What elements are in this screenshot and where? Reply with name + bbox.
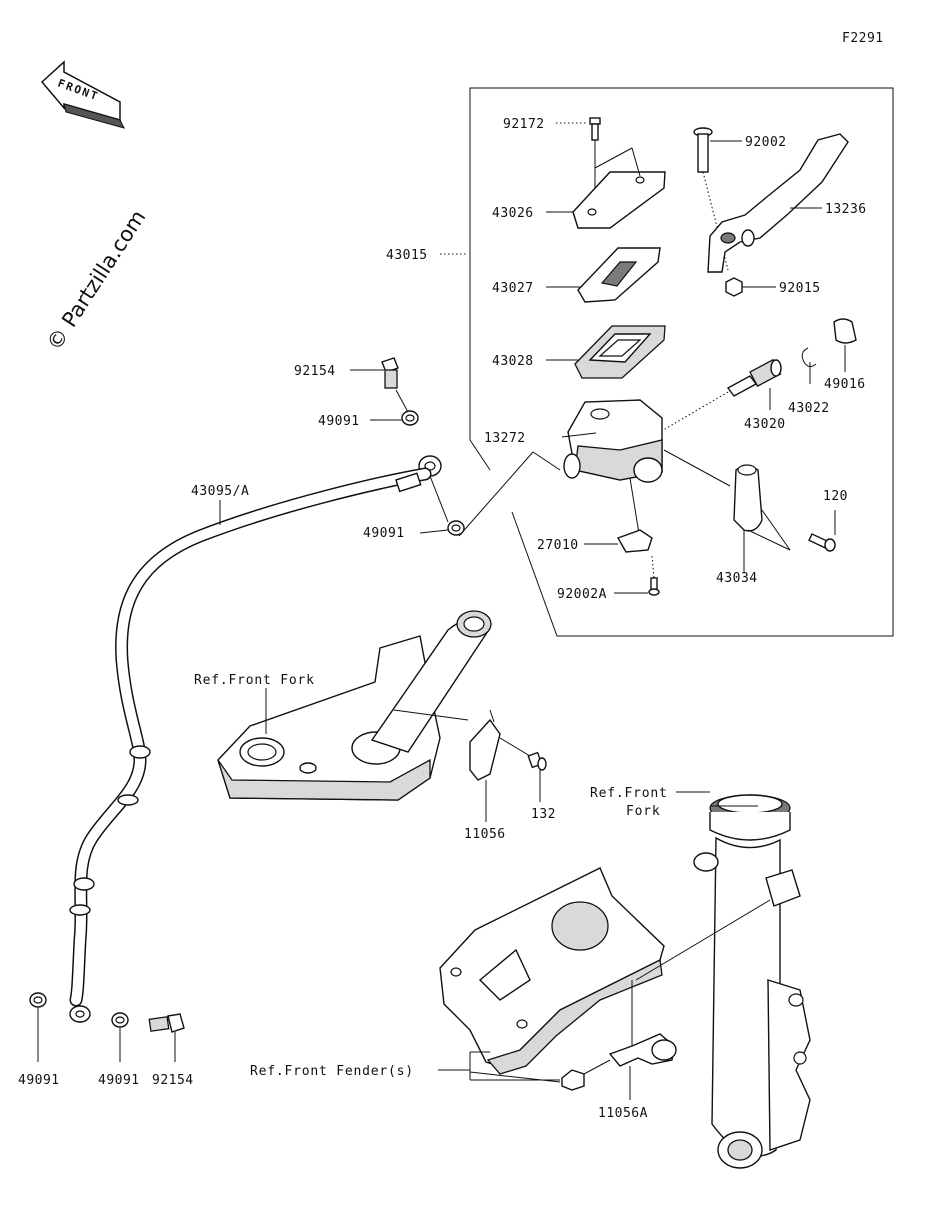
ref-front-fork-2a: Ref.Front (590, 786, 668, 801)
label-43028: 43028 (492, 354, 534, 369)
boot-49016 (833, 318, 857, 372)
lever-13236 (707, 133, 849, 273)
figure-code: F2291 (842, 31, 884, 46)
label-27010: 27010 (537, 538, 579, 553)
steering-stem (217, 610, 492, 801)
label-43027: 43027 (492, 281, 534, 296)
ref-front-fender: Ref.Front Fender(s) (250, 1064, 414, 1079)
washer-49091-c (29, 992, 47, 1062)
circlip-43022 (801, 347, 817, 384)
sub-assembly-box (440, 87, 894, 637)
label-92172: 92172 (503, 117, 545, 132)
piston-kit-43020 (659, 358, 782, 433)
plate-43027 (577, 247, 661, 303)
label-92015: 92015 (779, 281, 821, 296)
front-fender (439, 867, 771, 1075)
diaphragm-43028 (574, 325, 666, 379)
bolt-132 (527, 751, 547, 802)
master-cylinder-body (563, 399, 731, 541)
holder-43034 (733, 464, 791, 551)
label-120: 120 (823, 489, 848, 504)
label-92002A: 92002A (557, 587, 607, 602)
label-43015: 43015 (386, 248, 428, 263)
label-49091-a: 49091 (318, 414, 360, 429)
clamp-11056A (583, 980, 677, 1100)
ref-leaders (265, 688, 710, 1081)
screw-92002A (648, 555, 660, 596)
label-43020: 43020 (744, 417, 786, 432)
ref-front-fork-2b: Fork (626, 804, 661, 819)
label-13236: 13236 (825, 202, 867, 217)
nut-92015 (725, 277, 743, 297)
label-13272: 13272 (484, 431, 526, 446)
bolt-120 (808, 510, 836, 552)
label-92002: 92002 (745, 135, 787, 150)
ref-front-fork-1: Ref.Front Fork (194, 673, 315, 688)
reservoir-cap-43026 (572, 147, 666, 229)
label-132: 132 (531, 807, 556, 822)
label-92154-bottom: 92154 (152, 1073, 194, 1088)
watermark: © Partzilla.com (42, 206, 150, 355)
label-49091-d: 49091 (98, 1073, 140, 1088)
label-43034: 43034 (716, 571, 758, 586)
label-11056A: 11056A (598, 1106, 648, 1121)
banjo-fitting-bottom (69, 1005, 91, 1023)
label-49016: 49016 (824, 377, 866, 392)
front-fork-tube (693, 794, 811, 1169)
label-43026: 43026 (492, 206, 534, 221)
label-49091-b: 49091 (363, 526, 405, 541)
label-43022: 43022 (788, 401, 830, 416)
clamp-11056 (469, 709, 531, 822)
label-49091-c: 49091 (18, 1073, 60, 1088)
washer-49091-b (395, 389, 465, 536)
label-11056: 11056 (464, 827, 506, 842)
washer-49091-a (401, 410, 419, 426)
front-arrow-icon: FRONT (40, 60, 125, 129)
banjo-bolt-92154-top (381, 357, 399, 389)
banjo-bolt-92154-bottom (148, 1013, 185, 1062)
washer-49091-d (111, 1012, 129, 1062)
label-leaders (219, 122, 822, 594)
brake-hose-43095A (69, 467, 432, 1007)
label-92154-top: 92154 (294, 364, 336, 379)
label-43095A: 43095/A (191, 484, 249, 499)
switch-27010 (616, 529, 653, 553)
